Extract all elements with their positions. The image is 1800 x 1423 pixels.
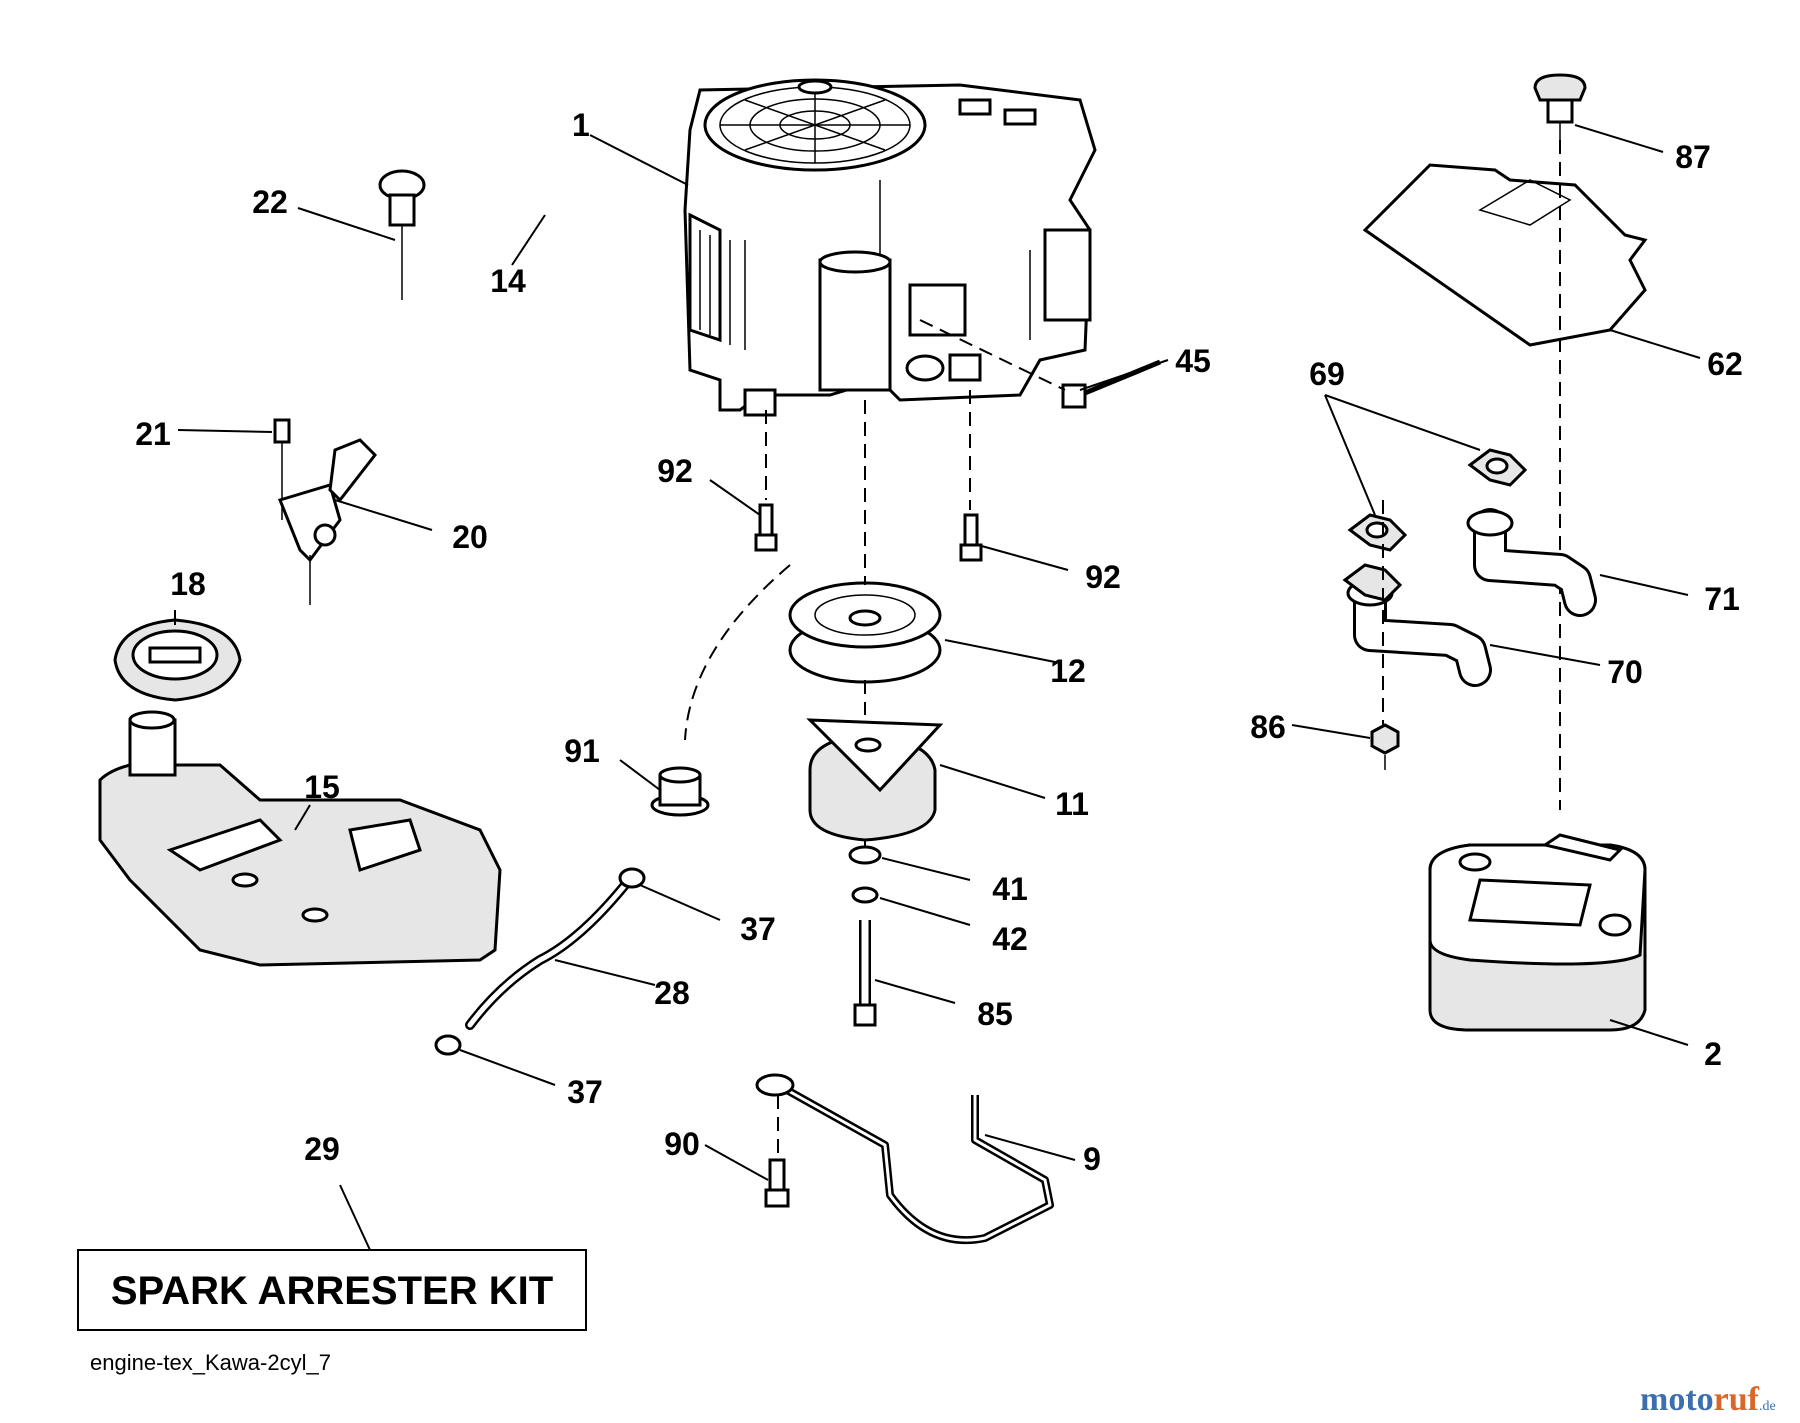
callout-45: 45 — [1175, 343, 1211, 379]
watermark-part1: moto — [1640, 1381, 1714, 1418]
callout-91: 91 — [564, 733, 600, 769]
bolt-part-92-right — [959, 513, 983, 562]
callout-14: 14 — [490, 263, 526, 299]
callout-87: 87 — [1675, 139, 1711, 175]
callout-92-left: 92 — [657, 453, 693, 489]
callout-18: 18 — [170, 566, 206, 602]
choke-knob-part — [378, 169, 426, 300]
bolt-part-92-left — [754, 503, 778, 552]
callout-85: 85 — [977, 996, 1013, 1032]
pto-clutch-part — [806, 718, 944, 842]
watermark-logo: motoruf.de — [1640, 1381, 1776, 1418]
gasket-part-69-third — [1342, 563, 1403, 602]
fuel-tank-part — [98, 710, 502, 967]
nut-part-86 — [1370, 723, 1400, 755]
muffler-part — [1428, 833, 1647, 1032]
callout-69: 69 — [1309, 356, 1345, 392]
leader-lines — [174, 124, 1701, 1251]
washer-part-42 — [851, 886, 879, 904]
callout-15: 15 — [304, 769, 340, 805]
callout-21: 21 — [135, 416, 171, 452]
callout-42: 42 — [992, 921, 1028, 957]
callout-29: 29 — [304, 1131, 340, 1167]
callout-20: 20 — [452, 519, 488, 555]
knob-part — [1533, 73, 1587, 140]
bushing-part — [650, 766, 710, 817]
callout-70: 70 — [1607, 654, 1643, 690]
spark-arrester-kit-label: SPARK ARRESTER KIT — [111, 1269, 553, 1313]
watermark-suffix: .de — [1759, 1399, 1776, 1414]
callout-71: 71 — [1704, 581, 1740, 617]
callout-9: 9 — [1083, 1141, 1101, 1177]
watermark-part2: ruf — [1714, 1381, 1760, 1418]
callout-62: 62 — [1707, 346, 1743, 382]
bolt-part-90 — [764, 1158, 790, 1208]
fuel-cap-part — [113, 618, 242, 702]
callout-1: 1 — [572, 107, 590, 143]
bolt-part-45 — [1061, 359, 1161, 409]
bolt-part-85 — [853, 920, 877, 1027]
callout-28: 28 — [654, 975, 690, 1011]
pulley-part — [788, 581, 942, 684]
heat-shield-part — [1362, 163, 1648, 347]
callout-37-top: 37 — [740, 911, 776, 947]
washer-part-41 — [848, 845, 882, 865]
svg-text:motoruf.de: motoruf.de — [1640, 1381, 1776, 1418]
callout-41: 41 — [992, 871, 1028, 907]
hose-clamp-part-37-top — [618, 867, 646, 889]
callout-92-right: 92 — [1085, 559, 1121, 595]
callout-37-bottom: 37 — [567, 1074, 603, 1110]
spark-arrester-kit-box: SPARK ARRESTER KIT — [77, 1249, 587, 1331]
callout-11: 11 — [1055, 786, 1089, 822]
callout-12: 12 — [1050, 653, 1086, 689]
engine-part — [683, 78, 1097, 417]
callout-86: 86 — [1250, 709, 1286, 745]
hose-clamp-part-37-bottom — [434, 1034, 462, 1056]
callout-22: 22 — [252, 184, 288, 220]
throttle-control-part — [273, 418, 377, 605]
callout-90: 90 — [664, 1126, 700, 1162]
diagram-file-label: engine-tex_Kawa-2cyl_7 — [90, 1350, 331, 1375]
callout-2: 2 — [1704, 1036, 1722, 1072]
